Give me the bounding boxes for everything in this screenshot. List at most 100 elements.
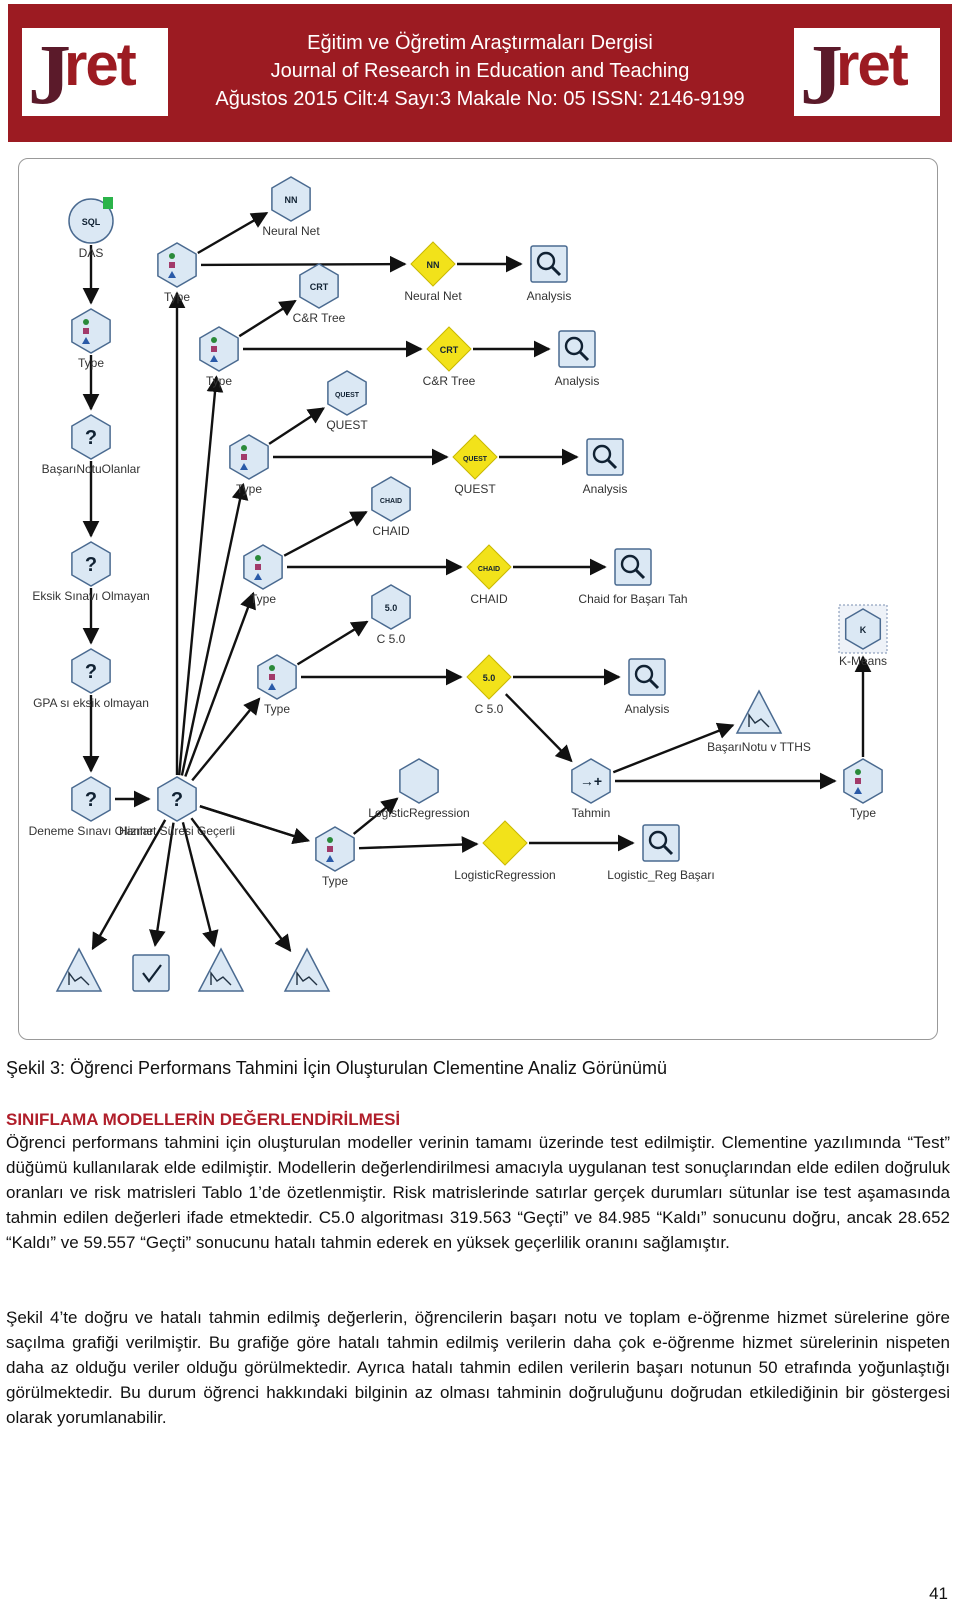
edge-m5-derive	[504, 693, 573, 763]
edge-sel5-o1	[91, 819, 167, 951]
node-label: Neural Net	[404, 289, 462, 303]
node-icon-text: NN	[427, 260, 440, 270]
node-label: Hizmet Süresi Geçerli	[119, 824, 235, 838]
node-derive-derive[interactable]: →+ Tahmin	[571, 758, 611, 820]
node-label: LogisticRegression	[454, 868, 555, 882]
node-type-tk[interactable]: Type	[843, 758, 883, 820]
node-type-t6[interactable]: Type	[315, 826, 355, 888]
node-modeler-mb5[interactable]: 5.0C 5.0	[371, 584, 411, 646]
node-icon-text: CHAID	[380, 498, 402, 505]
svg-text:→+: →+	[580, 773, 602, 789]
node-label: DAS	[79, 246, 104, 260]
figure-caption: Şekil 3: Öğrenci Performans Tahmini İçin…	[6, 1058, 667, 1078]
node-source-das[interactable]: SQL DAS	[68, 197, 114, 260]
edge-sel5-t5	[191, 697, 261, 782]
node-icon-text: QUEST	[335, 392, 360, 399]
node-select-sel3[interactable]: ? GPA sı eksik olmayan	[33, 648, 149, 710]
edge-sel5-o2	[149, 822, 175, 947]
node-check-o2[interactable]	[132, 954, 170, 992]
node-analysis-a4[interactable]: Chaid for Başarı Tah	[578, 548, 688, 606]
node-label: BaşarıNotu v TTHS	[707, 740, 811, 754]
node-analysis-a6[interactable]: Logistic_Reg Başarı	[607, 824, 715, 882]
node-model-m1[interactable]: NN Neural Net	[404, 241, 462, 303]
node-label: QUEST	[454, 482, 496, 496]
node-analysis-a3[interactable]: Analysis	[583, 438, 628, 496]
node-label: C 5.0	[475, 702, 504, 716]
edge-t4-mb4	[283, 511, 368, 557]
journal-title-en: Journal of Research in Education and Tea…	[270, 60, 690, 82]
node-label: Analysis	[527, 289, 572, 303]
paragraph-2: Şekil 4’te doğru ve hatalı tahmin edilmi…	[6, 1308, 950, 1427]
node-type-t2[interactable]: Type	[199, 326, 239, 388]
edge-sel5-o4	[190, 817, 292, 952]
node-icon-text: QUEST	[463, 456, 488, 463]
clementine-stream-figure: SQL DAS Type ?BaşarıNotuOlanlar? Eksik Sınav…	[18, 158, 938, 1040]
node-plot-plot[interactable]: BaşarıNotu v TTHS	[707, 689, 811, 754]
node-modeler_chart-mb6[interactable]: LogisticRegression	[368, 758, 470, 820]
node-type-t1[interactable]: Type	[157, 242, 197, 304]
node-select-sel4[interactable]: ?Deneme Sınavı Olanlar	[29, 776, 154, 838]
node-graph_hist-o1[interactable]	[55, 947, 103, 992]
node-label: K-Means	[839, 654, 887, 668]
node-label: CHAID	[372, 524, 410, 538]
node-analysis-a1[interactable]: Analysis	[527, 245, 572, 303]
paragraph-1: Öğrenci performans tahmini için oluşturu…	[6, 1133, 950, 1252]
node-label: Analysis	[555, 374, 600, 388]
node-select-sel1[interactable]: ?BaşarıNotuOlanlar	[42, 414, 141, 476]
node-label: Tahmin	[572, 806, 611, 820]
node-select-sel5[interactable]: ? Hizmet Süresi Geçerli	[119, 776, 235, 838]
node-type-t3[interactable]: Type	[229, 434, 269, 496]
node-icon-text: K	[860, 625, 867, 635]
node-label: C 5.0	[377, 632, 406, 646]
node-model-m3[interactable]: QUEST QUEST	[452, 434, 498, 496]
node-graph_plot-o4[interactable]	[283, 947, 331, 992]
node-label: CHAID	[470, 592, 508, 606]
node-model-m5[interactable]: 5.0C 5.0	[466, 654, 512, 716]
edge-t5-mb5	[296, 620, 369, 666]
svg-text:?: ?	[85, 554, 97, 576]
edge-t6-m6	[358, 836, 479, 853]
node-label: Chaid for Başarı Tah	[578, 592, 687, 606]
node-icon-text: CRT	[440, 345, 459, 355]
edge-t2-mb2	[238, 299, 297, 338]
node-type-t5[interactable]: Type	[257, 654, 297, 716]
node-label: Type	[850, 806, 876, 820]
node-label: Type	[264, 702, 290, 716]
node-type-t4[interactable]: Type	[243, 544, 283, 606]
node-model-m6[interactable]: LogisticRegression	[454, 820, 556, 882]
node-label: Type	[78, 356, 104, 370]
node-label: Type	[250, 592, 276, 606]
node-label: GPA sı eksik olmayan	[33, 696, 149, 710]
edge-sel5-t7	[199, 805, 310, 845]
node-label: Type	[206, 374, 232, 388]
node-label: Eksik Sınavı Olmayan	[32, 589, 149, 603]
node-analysis-a2[interactable]: Analysis	[555, 330, 600, 388]
node-select-sel2[interactable]: ? Eksik Sınavı Olmayan	[32, 541, 150, 603]
journal-title-tr: Eğitim ve Öğretim Araştırmaları Dergisi	[307, 32, 653, 54]
node-label: Logistic_Reg Başarı	[607, 868, 714, 882]
node-kmeans-kmeans[interactable]: K K-Means	[838, 604, 888, 668]
svg-text:?: ?	[171, 789, 183, 811]
node-label: LogisticRegression	[368, 806, 469, 820]
stream-diagram: SQL DAS Type ?BaşarıNotuOlanlar? Eksik Sınav…	[29, 176, 888, 992]
svg-text:?: ?	[85, 661, 97, 683]
node-analysis-a5[interactable]: Analysis	[625, 658, 670, 716]
section-heading: SINIFLAMA MODELLERİN DEĞERLENDİRİLMESİ	[6, 1110, 401, 1129]
node-icon-text: SQL	[82, 217, 101, 227]
node-graph_plot-o3[interactable]	[197, 947, 245, 992]
node-type-type0[interactable]: Type	[71, 308, 111, 370]
edge-sel5-t3	[180, 482, 249, 776]
edge-derive-plot	[612, 722, 735, 774]
node-label: Type	[164, 290, 190, 304]
node-label: Deneme Sınavı Olanlar	[29, 824, 154, 838]
edge-t1-mb1	[197, 211, 269, 255]
node-modeler-mb4[interactable]: CHAID CHAID	[371, 476, 411, 538]
